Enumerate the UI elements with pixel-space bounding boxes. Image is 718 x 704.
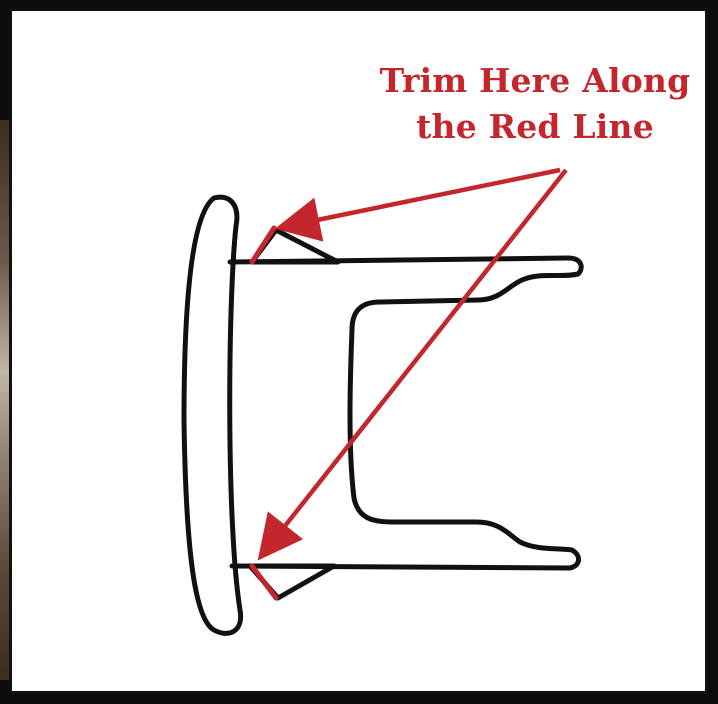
upper-arm <box>227 255 584 333</box>
trim-instruction-line-2: the Red Line <box>416 107 654 146</box>
inner-channel <box>229 327 581 571</box>
trim-line-lower <box>249 563 279 601</box>
diagram-canvas <box>9 8 708 694</box>
arrow-to-upper-trim <box>274 167 561 242</box>
trim-instruction-label: Trim Here Along the Red Line <box>370 58 700 150</box>
flange-plate <box>181 194 244 636</box>
trim-instruction-line-1: Trim Here Along <box>379 61 691 100</box>
trim-line-upper <box>249 225 277 265</box>
arrow-to-lower-trim <box>257 168 568 561</box>
background-photo-edge <box>0 120 10 680</box>
